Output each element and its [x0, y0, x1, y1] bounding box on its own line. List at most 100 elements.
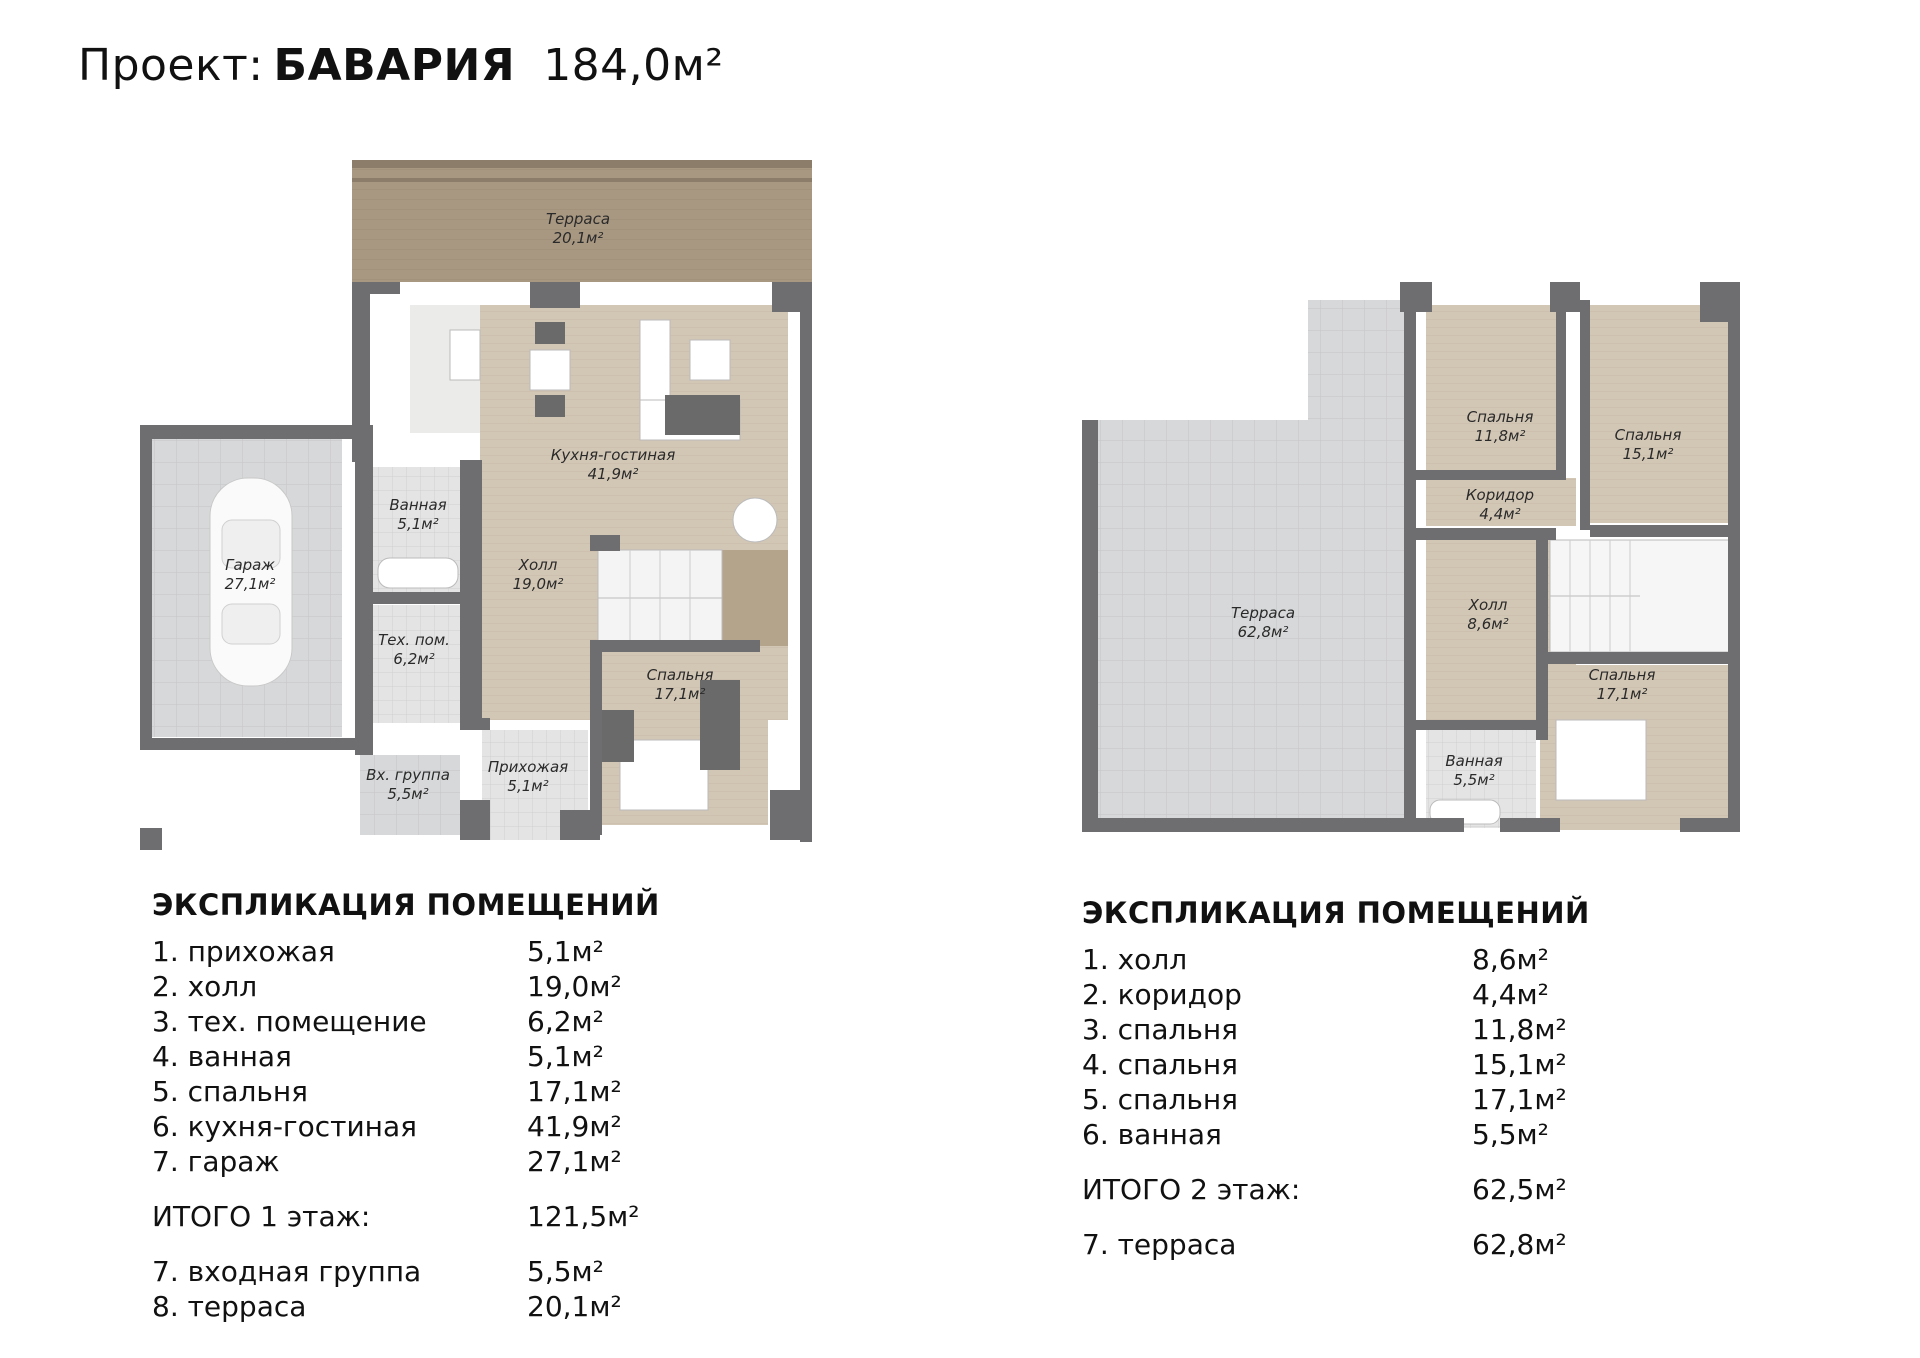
explication-row: 3. тех. помещение 6,2м² [152, 1004, 672, 1039]
explication-label: ИТОГО 1 этаж: [152, 1200, 371, 1233]
explication-value: 4,4м² [1472, 978, 1549, 1011]
explication-label: 8. терраса [152, 1290, 307, 1323]
floor1-room-hall-name: Холл [518, 556, 558, 574]
floor2-plan [1082, 282, 1740, 832]
explication-value: 5,1м² [527, 1040, 604, 1073]
explication-value: 15,1м² [1472, 1048, 1567, 1081]
explication-label: 5. спальня [1082, 1083, 1239, 1116]
explication-label: 5. спальня [152, 1075, 309, 1108]
floor2-room-bed1-area: 11,8м² [1475, 427, 1526, 445]
explication-row: 5. спальня 17,1м² [152, 1074, 672, 1109]
floor1-room-kitchen-area: 41,9м² [588, 465, 639, 483]
floor1-room-bedroom-name: Спальня [647, 666, 714, 684]
floor1-room-bath-area: 5,1м² [397, 515, 438, 533]
floor1-room-bath-name: Ванная [389, 496, 446, 514]
explication-value: 62,5м² [1472, 1173, 1567, 1206]
explication-row: 5. спальня 17,1м² [1082, 1082, 1602, 1117]
explication-extra-row: 7. входная группа 5,5м² [152, 1254, 672, 1289]
explication-value: 20,1м² [527, 1290, 622, 1323]
floor1-plan [140, 160, 812, 850]
floor1-room-tech-name: Тех. пом. [378, 631, 450, 649]
explication-value: 121,5м² [527, 1200, 640, 1233]
floor2-room-bed1-name: Спальня [1467, 408, 1534, 426]
explication-value: 5,5м² [1472, 1118, 1549, 1151]
explication-heading: ЭКСПЛИКАЦИЯ ПОМЕЩЕНИЙ [152, 888, 660, 922]
floor1-room-hall-area: 19,0м² [513, 575, 564, 593]
floor1-room-kitchen-name: Кухня-гостиная [551, 446, 675, 464]
floor1-room-bedroom-area: 17,1м² [655, 685, 706, 703]
floor2-room-corridor-name: Коридор [1466, 486, 1534, 504]
explication-heading: ЭКСПЛИКАЦИЯ ПОМЕЩЕНИЙ [1082, 896, 1590, 930]
explication-row: 6. ванная 5,5м² [1082, 1117, 1602, 1152]
explication-label: 3. тех. помещение [152, 1005, 427, 1038]
car-icon [209, 477, 293, 687]
project-area: 184,0м² [543, 40, 724, 91]
explication-row: 3. спальня 11,8м² [1082, 1012, 1602, 1047]
explication-value: 17,1м² [1472, 1083, 1567, 1116]
explication-label: 2. холл [152, 970, 258, 1003]
explication-label: 1. прихожая [152, 935, 335, 968]
explication-label: 7. терраса [1082, 1228, 1237, 1261]
floor2-room-bed2-name: Спальня [1615, 426, 1682, 444]
floor2-terrace [1082, 420, 1404, 832]
floor2-walls [1400, 282, 1740, 832]
explication-label: 6. ванная [1082, 1118, 1222, 1151]
floor1-room-terrace-name: Терраса [546, 210, 610, 228]
floor1-room-entrance-area: 5,5м² [387, 785, 428, 803]
floor2-room-bed3-area: 17,1м² [1597, 685, 1648, 703]
floor1-room-garage-name: Гараж [225, 556, 275, 574]
explication-label: 1. холл [1082, 943, 1188, 976]
explication-row: 4. ванная 5,1м² [152, 1039, 672, 1074]
spacer [1082, 1152, 1602, 1172]
floor1-room-hallway-area: 5,1м² [507, 777, 548, 795]
floor2-room-corridor-area: 4,4м² [1479, 505, 1520, 523]
explication-row: 2. холл 19,0м² [152, 969, 672, 1004]
explication-label: 7. входная группа [152, 1255, 422, 1288]
floor1-room-entrance-name: Вх. группа [366, 766, 450, 784]
explication-row: 2. коридор 4,4м² [1082, 977, 1602, 1012]
floor2-room-bath-area: 5,5м² [1453, 771, 1494, 789]
explication-extra-row: 7. терраса 62,8м² [1082, 1227, 1602, 1262]
explication-label: ИТОГО 2 этаж: [1082, 1173, 1301, 1206]
floor2-room-hall-area: 8,6м² [1467, 615, 1508, 633]
floor2-room-bath-name: Ванная [1445, 752, 1502, 770]
explication-value: 5,5м² [527, 1255, 604, 1288]
floor1-walls [140, 282, 812, 850]
spacer [152, 1179, 672, 1199]
explication-row: 1. холл 8,6м² [1082, 942, 1602, 977]
floor2-room-bed2-area: 15,1м² [1623, 445, 1674, 463]
floor1-stairs [597, 549, 723, 647]
explication-value: 27,1м² [527, 1145, 622, 1178]
floor2-room-terrace-name: Терраса [1231, 604, 1295, 622]
explication-value: 62,8м² [1472, 1228, 1567, 1261]
explication-value: 8,6м² [1472, 943, 1549, 976]
floor1-room-tech-area: 6,2м² [393, 650, 434, 668]
explication-value: 19,0м² [527, 970, 622, 1003]
explication-value: 6,2м² [527, 1005, 604, 1038]
spacer [1082, 1207, 1602, 1227]
spacer [152, 1234, 672, 1254]
floor2-stairs [1549, 539, 1731, 653]
explication-label: 2. коридор [1082, 978, 1242, 1011]
floor2-room-hall-name: Холл [1468, 596, 1508, 614]
explication-value: 17,1м² [527, 1075, 622, 1108]
explication-value: 41,9м² [527, 1110, 622, 1143]
floor1-room-hallway-name: Прихожая [488, 758, 568, 776]
floor1-room-terrace-area: 20,1м² [553, 229, 604, 247]
floor1-room-garage-area: 27,1м² [225, 575, 276, 593]
floor2-room-terrace-area: 62,8м² [1238, 623, 1289, 641]
title-prefix: Проект: [78, 40, 264, 91]
explication-extra-row: 8. терраса 20,1м² [152, 1289, 672, 1324]
explication-label: 3. спальня [1082, 1013, 1239, 1046]
explication-value: 11,8м² [1472, 1013, 1567, 1046]
explication-total: ИТОГО 2 этаж: 62,5м² [1082, 1172, 1602, 1207]
explication-total: ИТОГО 1 этаж: 121,5м² [152, 1199, 672, 1234]
explication-label: 4. спальня [1082, 1048, 1239, 1081]
explication-label: 4. ванная [152, 1040, 292, 1073]
